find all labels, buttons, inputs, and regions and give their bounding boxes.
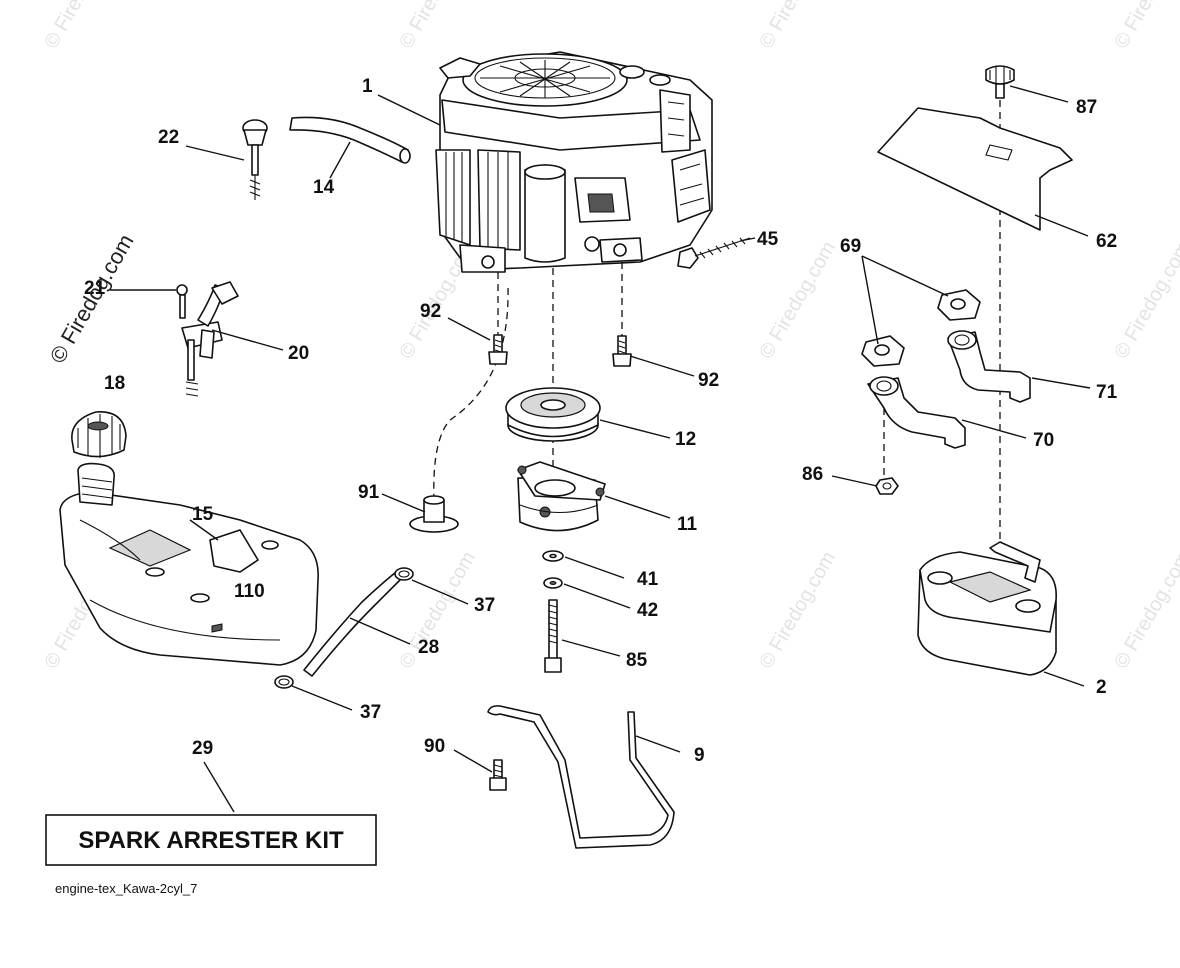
knob: [242, 119, 268, 200]
bolt-92: [488, 334, 508, 365]
callout-37: 37: [360, 702, 381, 723]
callout-62: 62: [1096, 231, 1117, 252]
bolt-90: [489, 759, 507, 791]
bushing: [409, 495, 459, 533]
watermark: © Firedog.com: [755, 0, 840, 53]
callout-37: 37: [474, 595, 495, 616]
callout-14: 14: [313, 177, 335, 198]
diagram-caption: engine-tex_Kawa-2cyl_7: [55, 881, 197, 896]
callout-labels: 1 22 14 21 20 92 92 18 12 91 11 15 110 4…: [84, 76, 1118, 766]
hose-clamp: [274, 675, 294, 689]
fuel-hose: [289, 116, 409, 163]
callout-87: 87: [1076, 97, 1097, 118]
bolt-85: [544, 599, 562, 673]
callout-28: 28: [418, 637, 439, 658]
watermark: © Firedog.com: [755, 238, 840, 363]
callout-90: 90: [424, 736, 445, 757]
callout-21: 21: [84, 278, 106, 299]
callout-45: 45: [757, 229, 779, 250]
callout-11: 11: [677, 514, 698, 535]
watermark: © Firedog.com: [755, 548, 840, 673]
centerline: [433, 287, 509, 501]
callout-69: 69: [840, 236, 861, 257]
callout-86: 86: [802, 464, 823, 485]
callout-18: 18: [104, 373, 125, 394]
pulley: [505, 387, 601, 442]
watermark: © Firedog.com: [1110, 238, 1180, 363]
watermark: © Firedog.com: [1110, 548, 1180, 673]
knob: [985, 65, 1015, 99]
callout-42: 42: [637, 600, 658, 621]
pipe-flange: [869, 376, 899, 396]
callout-2: 2: [1096, 677, 1107, 698]
washer: [543, 577, 563, 589]
exhaust-pipe: [947, 331, 1031, 403]
callout-9: 9: [694, 745, 705, 766]
hose-clamp: [394, 567, 414, 581]
spark-arrester-kit-box: SPARK ARRESTER KIT: [45, 814, 377, 866]
gasket: [937, 289, 981, 321]
electric-clutch: [517, 461, 606, 532]
heat-shield: [877, 107, 1073, 231]
callout-22: 22: [158, 127, 179, 148]
throttle-control: [176, 281, 239, 397]
watermark: © Firedog.com: [395, 0, 480, 53]
watermark: © Firedog.com: [40, 0, 125, 53]
callout-1: 1: [362, 76, 373, 97]
callout-71: 71: [1096, 382, 1118, 403]
muffler: [917, 541, 1057, 676]
gasket: [861, 335, 905, 367]
callout-20: 20: [288, 343, 309, 364]
callout-41: 41: [637, 569, 659, 590]
hose-end: [399, 148, 411, 164]
fuel-tank: [59, 462, 319, 666]
bolt-92: [612, 335, 632, 367]
callout-92: 92: [698, 370, 719, 391]
callout-15: 15: [192, 504, 214, 525]
pipe-flange: [947, 330, 977, 350]
callout-92: 92: [420, 301, 441, 322]
callout-110: 110: [234, 581, 265, 602]
engine: [435, 51, 713, 273]
callout-91: 91: [358, 482, 380, 503]
exhaust-pipe: [867, 377, 966, 449]
bolt-45: [677, 237, 751, 269]
nut: [875, 477, 899, 495]
fuel-cap: [71, 411, 127, 458]
callout-29: 29: [192, 738, 213, 759]
spark-arrester-kit-label: SPARK ARRESTER KIT: [78, 827, 344, 854]
callout-12: 12: [675, 429, 696, 450]
washer: [542, 550, 564, 562]
fuel-line: [303, 571, 403, 677]
callout-70: 70: [1033, 430, 1054, 451]
callout-leaders: [110, 85, 1091, 813]
control-rod: [487, 705, 675, 849]
callout-85: 85: [626, 650, 648, 671]
watermark: © Firedog.com: [1110, 0, 1180, 53]
